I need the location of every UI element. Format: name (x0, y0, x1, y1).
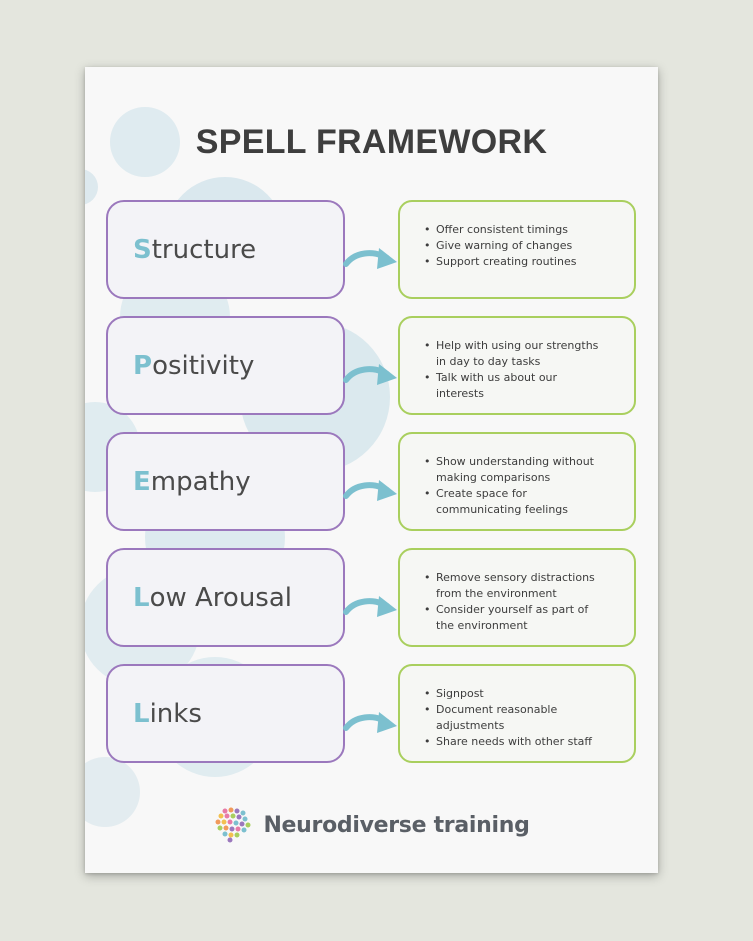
framework-row: Low Arousal Remove sensory distractionsfr… (85, 548, 658, 648)
details-list-item: Give warning of changes (422, 238, 628, 254)
term-rest: inks (149, 698, 202, 729)
curved-arrow-icon (343, 712, 397, 733)
details-list-item: in day to day tasks (436, 355, 541, 368)
details-list-item: Show understanding without (422, 454, 628, 470)
framework-details-box: Offer consistent timingsGive warning of … (398, 200, 636, 299)
details-list-item: communicating feelings (436, 503, 569, 516)
term-initial: S (133, 234, 152, 265)
curved-arrow-icon (343, 480, 397, 501)
details-list-item: Document reasonable (422, 702, 628, 718)
term-rest: ow Arousal (149, 582, 293, 613)
term-rest: ositivity (152, 350, 255, 381)
framework-term: Structure (133, 235, 256, 265)
framework-term: Low Arousal (133, 583, 292, 613)
framework-row: Empathy Show understanding withoutmaking … (85, 432, 658, 532)
curved-arrow-icon (343, 364, 397, 385)
details-list-item: Share needs with other staff (422, 734, 628, 750)
details-list-item: Signpost (422, 686, 628, 702)
details-list-item: the environment (436, 619, 528, 632)
details-list-item: interests (436, 387, 484, 400)
curved-arrow-icon (343, 248, 397, 269)
framework-row: Structure Offer consistent timingsGive wa… (85, 200, 658, 300)
framework-term-box: Links (106, 664, 345, 763)
framework-term: Empathy (133, 467, 251, 497)
framework-term: Positivity (133, 351, 254, 381)
brand-name: Neurodiverse training (263, 812, 530, 838)
details-list-item: Create space for (422, 486, 628, 502)
term-rest: tructure (151, 234, 257, 265)
term-initial: L (133, 582, 150, 613)
term-initial: E (133, 466, 151, 497)
details-list: Offer consistent timingsGive warning of … (422, 222, 628, 270)
details-list-item: Talk with us about our (422, 370, 628, 386)
details-list-item: Consider yourself as part of (422, 602, 628, 618)
term-rest: mpathy (150, 466, 251, 497)
spell-framework-poster: SPELL FRAMEWORK Structure Offer consisten… (85, 67, 658, 873)
term-initial: L (133, 698, 150, 729)
term-initial: P (133, 350, 153, 381)
details-list-item: Help with using our strengths (422, 338, 628, 354)
footer-brand: Neurodiverse training (85, 807, 658, 843)
details-list-item: Support creating routines (422, 254, 628, 270)
details-list-item: from the environment (436, 587, 557, 600)
details-list-item: making comparisons (436, 471, 551, 484)
curved-arrow-icon (343, 596, 397, 617)
framework-row: PositivityHelp with using our strengthsi… (85, 316, 658, 416)
framework-details-box: SignpostDocument reasonableadjustmentsSh… (398, 664, 636, 763)
framework-term: Links (133, 699, 202, 729)
page-title: SPELL FRAMEWORK (195, 123, 548, 161)
details-list-item: adjustments (436, 719, 505, 732)
details-list-item: Offer consistent timings (422, 222, 628, 238)
brain-dots-logo-icon (215, 807, 251, 843)
details-list: SignpostDocument reasonableadjustmentsSh… (422, 686, 628, 750)
framework-term-box: Positivity (106, 316, 345, 415)
framework-term-box: Low Arousal (106, 548, 345, 647)
details-list-item: Remove sensory distractions (422, 570, 628, 586)
framework-row: Links SignpostDocument reasonableadjustme… (85, 664, 658, 764)
framework-term-box: Empathy (106, 432, 345, 531)
framework-term-box: Structure (106, 200, 345, 299)
